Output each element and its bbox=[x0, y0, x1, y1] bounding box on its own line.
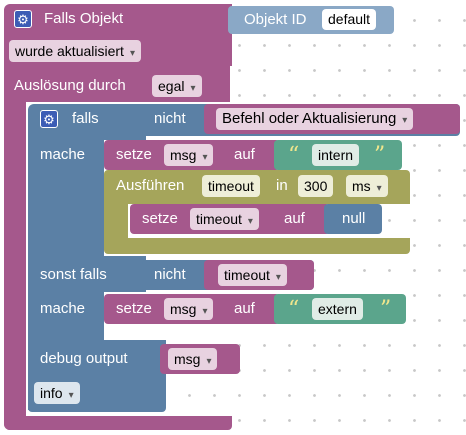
not-label-2: nicht bbox=[154, 266, 186, 283]
do-label: mache bbox=[40, 146, 86, 163]
unit-dropdown[interactable]: ms bbox=[346, 175, 388, 197]
to-label: auf bbox=[234, 146, 255, 163]
timeout-name-field[interactable]: timeout bbox=[202, 175, 260, 197]
timeout-block-footer bbox=[104, 238, 410, 254]
debug-label: debug output bbox=[40, 350, 128, 367]
text-field-intern[interactable]: intern bbox=[312, 144, 360, 166]
delay-field[interactable]: 300 bbox=[298, 175, 334, 197]
trigger-by-label: Auslösung durch bbox=[14, 77, 126, 94]
gear-icon[interactable]: ⚙ bbox=[14, 10, 32, 28]
quote-open-icon: “ bbox=[288, 143, 300, 168]
if-label: falls bbox=[72, 110, 99, 127]
do-label-2: mache bbox=[40, 300, 86, 317]
var-dropdown[interactable]: msg bbox=[164, 144, 214, 166]
null-label: null bbox=[342, 210, 366, 227]
to-label: auf bbox=[284, 210, 305, 227]
object-id-label: Objekt ID bbox=[244, 11, 307, 28]
set-label: setze bbox=[142, 210, 178, 227]
null-block[interactable] bbox=[324, 204, 382, 234]
trigger-by-dropdown[interactable]: egal bbox=[152, 75, 202, 97]
else-if-row bbox=[28, 256, 146, 292]
event-title: Falls Objekt bbox=[44, 10, 124, 27]
condition-dropdown-2[interactable]: timeout bbox=[218, 264, 287, 286]
var-dropdown[interactable]: msg bbox=[164, 298, 214, 320]
quote-open-icon: “ bbox=[288, 297, 300, 322]
var-dropdown[interactable]: timeout bbox=[190, 208, 259, 230]
object-id-field[interactable]: default bbox=[322, 9, 377, 30]
quote-close-icon: ” bbox=[374, 143, 386, 168]
to-label: auf bbox=[234, 300, 255, 317]
not-label: nicht bbox=[154, 110, 186, 127]
debug-level-dropdown[interactable]: info bbox=[34, 382, 80, 404]
quote-close-icon: ” bbox=[380, 297, 392, 322]
event-block-footer bbox=[4, 416, 232, 430]
condition-dropdown[interactable]: Befehl oder Aktualisierung bbox=[216, 108, 414, 130]
else-if-label: sonst falls bbox=[40, 266, 107, 283]
event-block-spine bbox=[4, 100, 26, 430]
trigger-dropdown[interactable]: wurde aktualisiert bbox=[9, 40, 141, 62]
text-field-extern[interactable]: extern bbox=[312, 298, 363, 320]
set-label: setze bbox=[116, 146, 152, 163]
debug-var-dropdown[interactable]: msg bbox=[168, 348, 218, 370]
gear-icon[interactable]: ⚙ bbox=[40, 110, 58, 128]
run-label: Ausführen bbox=[116, 177, 185, 194]
in-label: in bbox=[276, 177, 288, 194]
set-label: setze bbox=[116, 300, 152, 317]
